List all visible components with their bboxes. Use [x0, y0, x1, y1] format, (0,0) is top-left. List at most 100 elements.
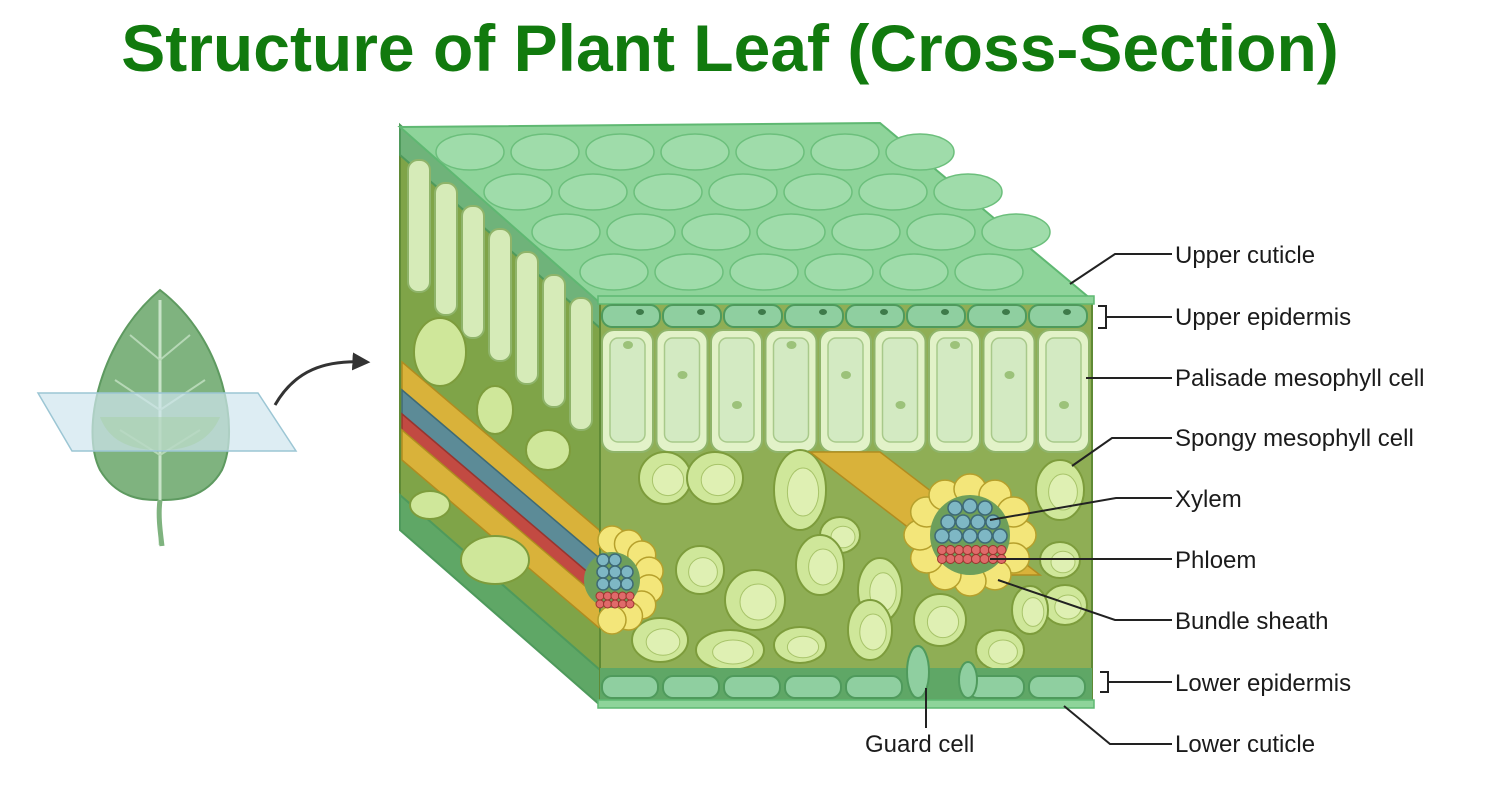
phloem-cell: [618, 599, 627, 609]
phloem-cell: [603, 591, 612, 601]
phloem-cell: [962, 554, 973, 564]
xylem-cell: [977, 528, 993, 544]
upper-cuticle-cell: [981, 213, 1051, 251]
diagram-title: Structure of Plant Leaf (Cross-Section): [121, 11, 1339, 85]
spongy-vacuole: [688, 557, 718, 587]
palisade-cell-side: [461, 205, 485, 339]
spongy-cell: [460, 535, 530, 585]
spongy-vacuole: [926, 605, 960, 639]
label-lower-cuticle: Lower cuticle: [1175, 731, 1315, 758]
xylem-cell: [962, 498, 978, 514]
label-phloem: Phloem: [1175, 547, 1256, 574]
cell-nucleus: [636, 309, 644, 315]
cell-nucleus: [758, 309, 766, 315]
spongy-cell: [409, 490, 451, 520]
bundle-sheath-right: [903, 473, 1037, 597]
upper-cuticle-cell: [585, 133, 655, 171]
palisade-vacuole: [936, 337, 973, 443]
lower-epidermis-cell: [845, 675, 903, 699]
block-front-face: [584, 295, 1095, 709]
phloem-cell: [971, 545, 981, 555]
cell-nucleus: [623, 341, 633, 349]
upper-epidermis-cell: [906, 304, 966, 328]
palisade-row: [601, 329, 1090, 453]
upper-cuticle-cell: [954, 253, 1024, 291]
upper-cuticle-cell: [558, 173, 628, 211]
phloem-cell: [603, 599, 612, 609]
upper-cuticle-cell: [606, 213, 676, 251]
lower-cuticle-edge: [597, 699, 1095, 709]
phloem-cell: [610, 599, 620, 609]
stoma: [906, 645, 978, 699]
guard-cell-left: [906, 645, 930, 699]
phloem-cell: [996, 545, 1007, 555]
palisade-cell-side: [515, 251, 539, 385]
palisade-cell-side: [542, 274, 566, 408]
leader-lower-cuticle: [1063, 705, 1172, 745]
lower-epidermis-cell: [662, 675, 720, 699]
top-surface-cells: [435, 133, 1051, 291]
phloem-cell: [979, 554, 990, 564]
label-upper-cuticle: Upper cuticle: [1175, 242, 1315, 269]
label-palisade: Palisade mesophyll cell: [1175, 365, 1424, 392]
block-left-face: [399, 122, 626, 708]
upper-cuticle-cell: [681, 213, 751, 251]
pointer-arrow: [273, 352, 371, 406]
upper-cuticle-cell: [654, 253, 724, 291]
upper-cuticle-cell: [660, 133, 730, 171]
xylem-cell: [620, 577, 634, 591]
xylem-cell: [596, 553, 610, 567]
phloem-cells-right: [937, 545, 1007, 564]
phloem-cell: [625, 591, 635, 601]
spongy-cell: [476, 385, 514, 435]
upper-cuticle-cell: [579, 253, 649, 291]
upper-cuticle-cell: [933, 173, 1003, 211]
palisade-vacuole: [881, 337, 919, 443]
lower-epidermis-row: [601, 675, 1086, 699]
cell-nucleus: [819, 309, 827, 315]
xylem-cell: [608, 553, 622, 567]
bundle-sheath-left: [597, 525, 664, 635]
xylem-cell: [955, 514, 971, 530]
xylem-cell: [947, 528, 963, 544]
cell-nucleus: [697, 309, 705, 315]
cell-nucleus: [880, 309, 888, 315]
spongy-vacuole: [651, 463, 685, 497]
phloem-cell: [988, 545, 998, 555]
spongy-vacuole: [786, 635, 820, 659]
phloem-cell: [937, 545, 947, 555]
lower-epidermis-cell: [723, 675, 781, 699]
upper-cuticle-cell: [729, 253, 799, 291]
block-top-surface: [397, 121, 1095, 305]
lower-epidermis-cell: [784, 675, 842, 699]
upper-cuticle-cell: [804, 253, 874, 291]
leader-xylem: [989, 497, 1172, 521]
spongy-cell: [413, 317, 467, 387]
xylem-cell: [934, 528, 950, 544]
cell-nucleus: [677, 371, 688, 379]
xylem-cells-right: [934, 498, 1008, 544]
spongy-vacuole: [739, 583, 777, 621]
upper-epidermis-cell: [723, 304, 783, 328]
label-lower-epidermis: Lower epidermis: [1175, 670, 1351, 697]
leaf-section-overlap: [100, 417, 220, 450]
phloem-cell: [595, 599, 605, 609]
phloem-cell: [954, 554, 964, 564]
upper-epidermis-cell: [967, 304, 1027, 328]
leaf-icon: [36, 288, 298, 547]
phloem-cell: [954, 545, 964, 555]
cell-nucleus: [1063, 309, 1071, 315]
spongy-vacuole: [1048, 473, 1078, 511]
spongy-vacuole: [859, 613, 887, 651]
cell-nucleus: [841, 371, 851, 379]
upper-cuticle-cell: [435, 133, 505, 171]
palisade-cell-side: [434, 182, 458, 316]
phloem-cell: [971, 554, 981, 564]
leader-bundle-sheath: [997, 579, 1172, 621]
palisade-vacuole: [1045, 337, 1082, 443]
leader-lines: [925, 253, 1172, 745]
upper-cuticle-cell: [633, 173, 703, 211]
phloem-cell: [625, 599, 635, 609]
upper-cuticle-cell: [708, 173, 778, 211]
